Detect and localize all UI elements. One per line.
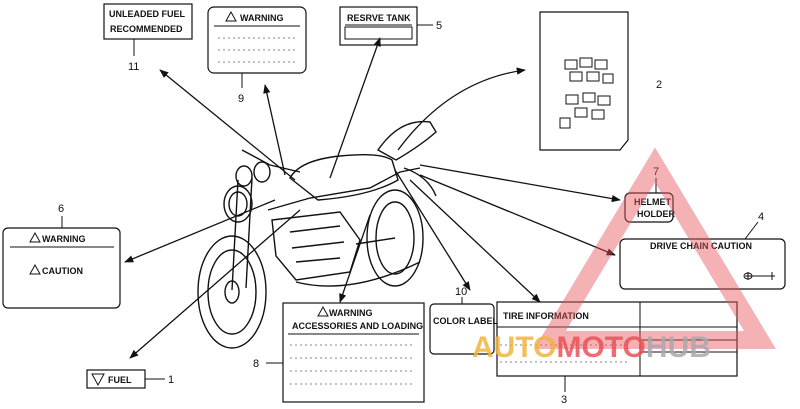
label-drive-chain-caution-text: DRIVE CHAIN CAUTION [650, 241, 752, 251]
callout-number-7: 7 [653, 166, 659, 178]
watermark-logo: AUTOMOTOHUB [472, 147, 776, 364]
label-warning-caution: WARNING CAUTION [2, 227, 121, 309]
callout-number-8: 8 [253, 358, 259, 370]
label-holder-text: HOLDER [637, 209, 676, 219]
label-fuel: FUEL [86, 369, 146, 389]
label-helmet-text: HELMET [634, 197, 672, 207]
caution-triangle-icon [29, 263, 41, 275]
label-tire-information-text: TIRE INFORMATION [503, 311, 589, 321]
callout-number-3: 3 [561, 394, 567, 406]
watermark-part-moto: MOTO [556, 331, 645, 364]
svg-text:AUTOMOTOHUB: AUTOMOTOHUB [472, 331, 711, 364]
label-warning-text: WARNING [42, 234, 86, 244]
seat [376, 120, 437, 161]
label-warning-small: WARNING [207, 6, 307, 74]
label-accessories-loading-text: ACCESSORIES AND LOADING [292, 321, 423, 331]
warning-triangle-icon [91, 373, 105, 387]
label-warning-small-text: WARNING [240, 13, 284, 23]
watermark-part-hub: HUB [646, 331, 711, 364]
front-wheel [197, 235, 267, 349]
label-reserve-tank-text: RESRVE TANK [347, 13, 411, 23]
callout-number-6: 6 [58, 203, 64, 215]
label-caution-text: CAUTION [42, 266, 83, 276]
callout-number-4: 4 [758, 211, 764, 223]
label-recommended-text: RECOMMENDED [110, 24, 183, 34]
label-unleaded-fuel: UNLEADED FUEL RECOMMENDED [103, 3, 193, 40]
warning-triangle-icon [317, 305, 329, 317]
watermark-triangle-icon [534, 147, 776, 349]
callout-number-9: 9 [238, 93, 244, 105]
label-accessories-warning-text: WARNING [329, 308, 373, 318]
label-parts-sheet [539, 11, 629, 151]
warning-triangle-icon [225, 10, 237, 22]
callout-number-5: 5 [436, 20, 442, 32]
callout-number-10: 10 [455, 286, 467, 298]
motorcycle-drawing [197, 120, 437, 349]
label-fuel-text: FUEL [108, 375, 132, 385]
label-helmet-holder: HELMET HOLDER [624, 192, 676, 223]
callout-number-11: 11 [128, 61, 139, 73]
label-reserve-tank: RESRVE TANK [339, 6, 418, 46]
label-drive-chain-caution: DRIVE CHAIN CAUTION [619, 238, 786, 290]
rear-wheel [366, 189, 424, 287]
label-unleaded-fuel-text: UNLEADED FUEL [109, 9, 186, 19]
label-tire-information: TIRE INFORMATION [496, 301, 738, 377]
leader-arrows [124, 37, 621, 359]
callout-number-1: 1 [168, 374, 174, 386]
fuel-tank [289, 153, 399, 201]
headlight [223, 185, 253, 223]
watermark-part-auto: AUTO [472, 331, 556, 364]
label-accessories-loading: WARNING ACCESSORIES AND LOADING [282, 302, 425, 403]
label-color-label-text: COLOR LABEL [433, 316, 498, 326]
callout-number-2: 2 [656, 79, 662, 91]
warning-triangle-icon [29, 231, 41, 243]
